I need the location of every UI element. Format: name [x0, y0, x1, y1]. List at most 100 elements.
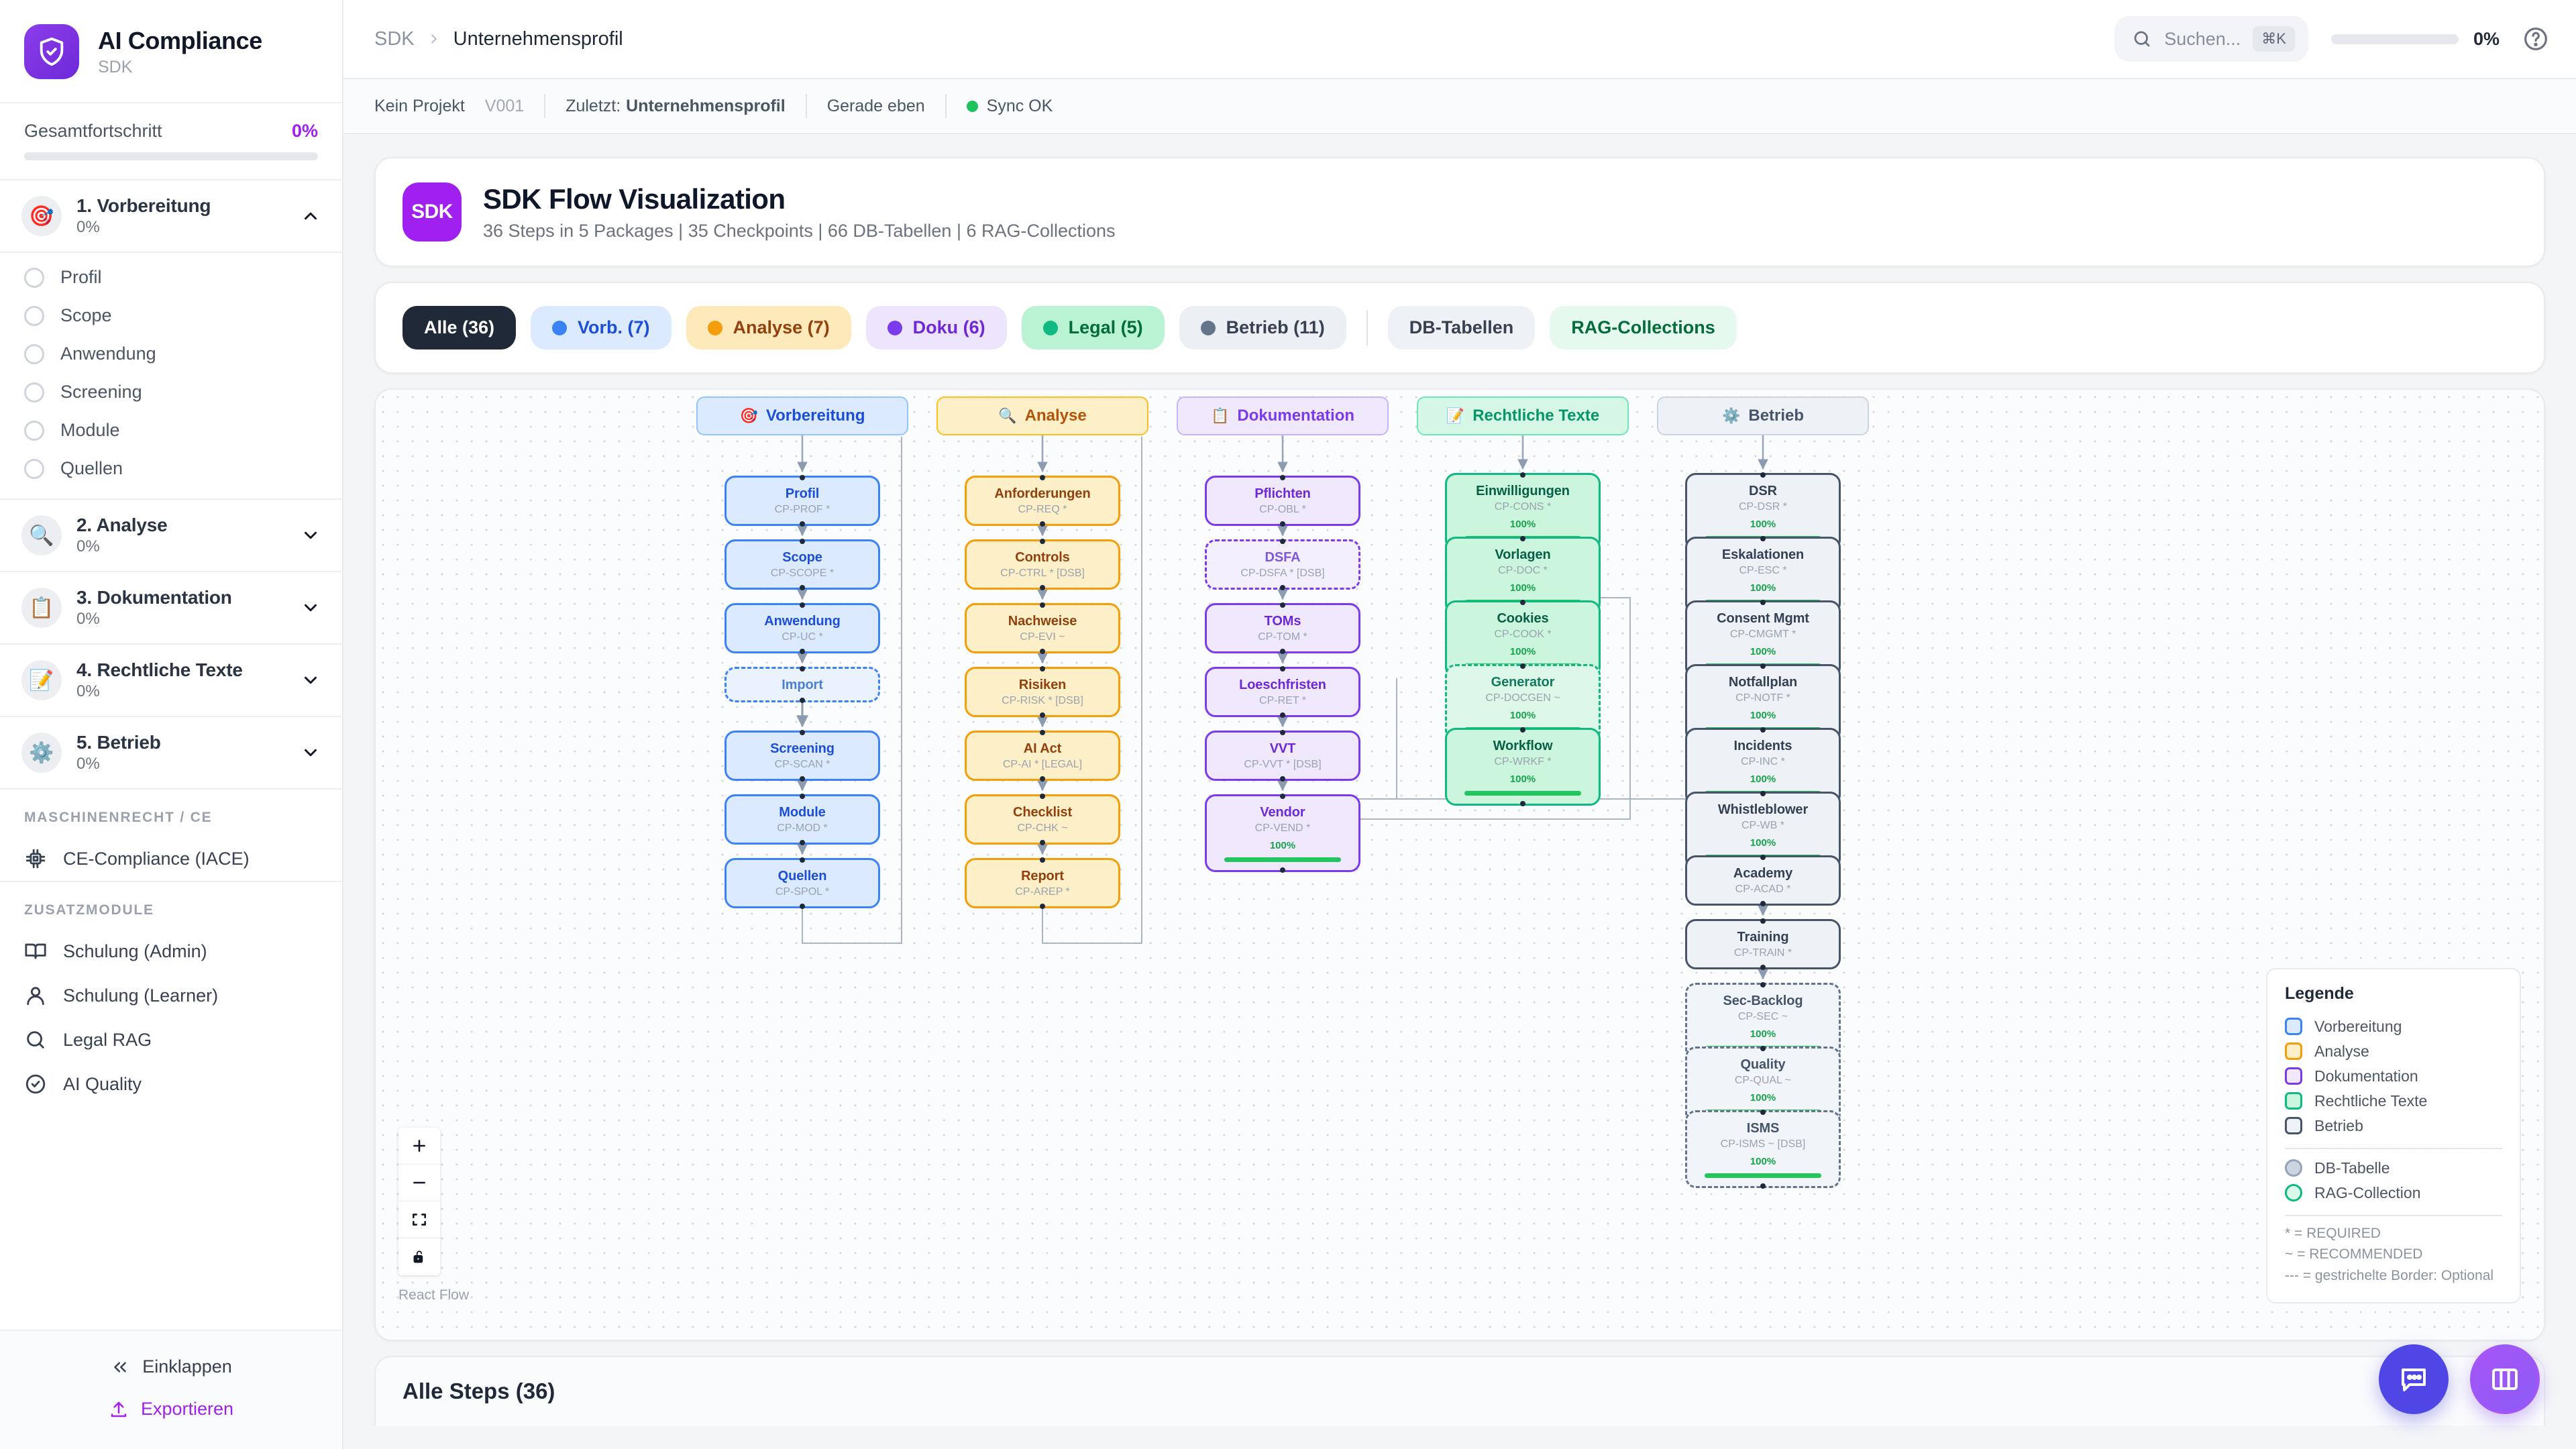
chip-rag-collections[interactable]: RAG-Collections [1550, 306, 1737, 350]
sidebar-item-screening[interactable]: Screening [0, 373, 342, 411]
search-input[interactable]: Suchen... ⌘K [2114, 16, 2308, 62]
sidebar-item-ai-quality[interactable]: AI Quality [0, 1062, 342, 1106]
node-handle-top[interactable] [800, 730, 805, 735]
node-handle-top[interactable] [1040, 857, 1045, 863]
node-handle-top[interactable] [1760, 791, 1766, 796]
node-handle-bottom[interactable] [800, 839, 805, 845]
node-handle-bottom[interactable] [1280, 521, 1285, 527]
panel-fab-button[interactable] [2470, 1344, 2540, 1414]
node-handle-top[interactable] [800, 666, 805, 672]
node-handle-bottom[interactable] [1280, 712, 1285, 718]
node-handle-top[interactable] [1760, 918, 1766, 924]
node-handle-bottom[interactable] [1280, 648, 1285, 654]
chip-legal[interactable]: Legal (5) [1021, 306, 1165, 350]
node-handle-top[interactable] [1520, 663, 1525, 669]
sidebar-phase-analyse[interactable]: 🔍 2. Analyse 0% [0, 500, 342, 572]
node-handle-bottom[interactable] [800, 903, 805, 909]
zoom-out-icon[interactable] [398, 1165, 440, 1201]
node-handle-bottom[interactable] [1040, 903, 1045, 909]
fit-view-icon[interactable] [398, 1201, 440, 1238]
node-handle-bottom[interactable] [1760, 964, 1766, 970]
sidebar-item-quellen[interactable]: Quellen [0, 449, 342, 488]
node-handle-top[interactable] [1280, 475, 1285, 480]
lock-open-icon[interactable] [398, 1238, 440, 1275]
chat-fab-button[interactable] [2379, 1344, 2449, 1414]
node-handle-top[interactable] [800, 857, 805, 863]
sidebar-item-anwendung[interactable]: Anwendung [0, 335, 342, 373]
node-handle-top[interactable] [1280, 666, 1285, 672]
node-handle-bottom[interactable] [1040, 839, 1045, 845]
node-handle-top[interactable] [1760, 663, 1766, 669]
node-handle-top[interactable] [800, 475, 805, 480]
node-handle-top[interactable] [1040, 602, 1045, 608]
sidebar-item-legal-rag[interactable]: Legal RAG [0, 1018, 342, 1062]
node-handle-bottom[interactable] [800, 648, 805, 654]
node-handle-bottom[interactable] [800, 584, 805, 590]
brand-header[interactable]: AI Compliance SDK [0, 0, 342, 103]
node-handle-top[interactable] [1040, 730, 1045, 735]
sidebar-item-scope[interactable]: Scope [0, 297, 342, 335]
node-handle-top[interactable] [1520, 536, 1525, 541]
node-handle-top[interactable] [1040, 666, 1045, 672]
question-circle-icon[interactable] [2522, 25, 2549, 52]
node-handle-bottom[interactable] [1760, 900, 1766, 906]
breadcrumb-root[interactable]: SDK [374, 28, 415, 50]
node-handle-bottom[interactable] [800, 698, 805, 703]
node-handle-top[interactable] [800, 794, 805, 799]
node-handle-bottom[interactable] [1280, 584, 1285, 590]
node-handle-top[interactable] [1280, 730, 1285, 735]
chip-analyse[interactable]: Analyse (7) [686, 306, 851, 350]
node-handle-top[interactable] [1040, 539, 1045, 544]
chip-vorbereitung[interactable]: Vorb. (7) [531, 306, 672, 350]
node-handle-top[interactable] [1760, 536, 1766, 541]
sidebar-item-schulung-admin[interactable]: Schulung (Admin) [0, 929, 342, 973]
node-handle-bottom[interactable] [1040, 584, 1045, 590]
sidebar-phase-vorbereitung[interactable]: 🎯 1. Vorbereitung 0% [0, 180, 342, 253]
node-handle-top[interactable] [800, 539, 805, 544]
node-handle-top[interactable] [1760, 727, 1766, 733]
node-handle-top[interactable] [1040, 475, 1045, 480]
flow-node-import[interactable]: Import [724, 666, 880, 703]
node-handle-top[interactable] [1280, 602, 1285, 608]
flow-canvas[interactable]: 🎯Vorbereitung🔍Analyse📋Dokumentation📝Rech… [374, 388, 2545, 1341]
sidebar-phase-dokumentation[interactable]: 📋 3. Dokumentation 0% [0, 572, 342, 645]
node-handle-top[interactable] [1520, 727, 1525, 733]
node-handle-top[interactable] [1760, 472, 1766, 478]
node-handle-bottom[interactable] [1040, 712, 1045, 718]
node-handle-bottom[interactable] [1040, 648, 1045, 654]
sidebar-phase-rechtliche-texte[interactable]: 📝 4. Rechtliche Texte 0% [0, 645, 342, 717]
node-handle-bottom[interactable] [800, 521, 805, 527]
chip-db-tabellen[interactable]: DB-Tabellen [1387, 306, 1536, 350]
node-handle-bottom[interactable] [1520, 800, 1525, 806]
sidebar-item-module[interactable]: Module [0, 411, 342, 449]
node-handle-bottom[interactable] [1760, 1183, 1766, 1189]
sidebar-item-ce-compliance[interactable]: CE-Compliance (IACE) [0, 837, 342, 881]
node-handle-top[interactable] [1760, 855, 1766, 860]
node-handle-bottom[interactable] [1040, 775, 1045, 782]
node-handle-top[interactable] [1760, 982, 1766, 987]
chip-betrieb[interactable]: Betrieb (11) [1179, 306, 1346, 350]
node-handle-top[interactable] [1280, 794, 1285, 799]
node-handle-top[interactable] [1040, 794, 1045, 799]
node-handle-bottom[interactable] [1280, 775, 1285, 782]
node-handle-bottom[interactable] [1040, 521, 1045, 527]
sidebar-item-profil[interactable]: Profil [0, 258, 342, 297]
